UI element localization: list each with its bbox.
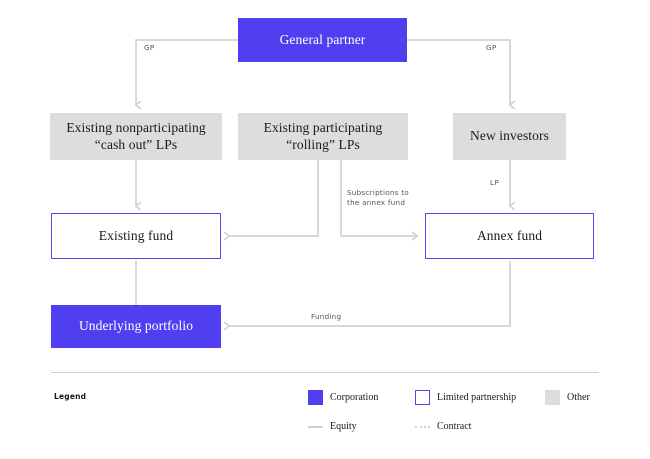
node-label: Existing participating “rolling” LPs	[263, 119, 383, 152]
legend-item-other: Other	[545, 390, 590, 405]
node-existing-nonparticipating-lps[interactable]: Existing nonparticipating “cash out” LPs	[50, 113, 222, 160]
legend-label: Limited partnership	[437, 392, 517, 403]
edge-label-gp-left: GP	[144, 43, 155, 52]
node-label: Underlying portfolio	[78, 318, 194, 334]
node-label: Annex fund	[476, 227, 543, 243]
node-new-investors[interactable]: New investors	[453, 113, 566, 160]
node-label: New investors	[470, 128, 549, 144]
edge-participating-to-existing-fund	[229, 160, 319, 236]
other-swatch-icon	[545, 390, 560, 405]
corporation-swatch-icon	[308, 390, 323, 405]
edge-annex-fund-to-portfolio	[229, 261, 511, 326]
node-label: Existing nonparticipating “cash out” LPs	[66, 119, 206, 152]
legend-divider	[51, 372, 599, 373]
dotted-line-icon	[415, 425, 430, 428]
legend-label: Contract	[437, 421, 472, 432]
edge-label-funding: Funding	[311, 312, 342, 321]
legend-item-contract: Contract	[415, 421, 471, 432]
edge-label-gp-right: GP	[486, 43, 497, 52]
edge-label-lp: LP	[490, 178, 499, 187]
node-annex-fund[interactable]: Annex fund	[425, 213, 594, 259]
legend-label: Equity	[330, 421, 357, 432]
node-label: Existing fund	[98, 227, 174, 243]
node-existing-fund[interactable]: Existing fund	[51, 213, 221, 259]
node-label: General partner	[279, 31, 366, 47]
edge-label-subscriptions: Subscriptions to the annex fund	[347, 188, 409, 208]
node-underlying-portfolio[interactable]: Underlying portfolio	[51, 305, 221, 348]
legend-title: Legend	[54, 392, 87, 401]
node-existing-participating-lps[interactable]: Existing participating “rolling” LPs	[238, 113, 408, 160]
legend-label: Corporation	[330, 392, 379, 403]
node-general-partner[interactable]: General partner	[238, 18, 407, 62]
legend-label: Other	[567, 392, 590, 403]
legend-item-equity: Equity	[308, 421, 357, 432]
legend-item-corporation: Corporation	[308, 390, 378, 405]
solid-line-icon	[308, 425, 323, 428]
limited-partnership-swatch-icon	[415, 390, 430, 405]
legend-item-limited-partnership: Limited partnership	[415, 390, 516, 405]
